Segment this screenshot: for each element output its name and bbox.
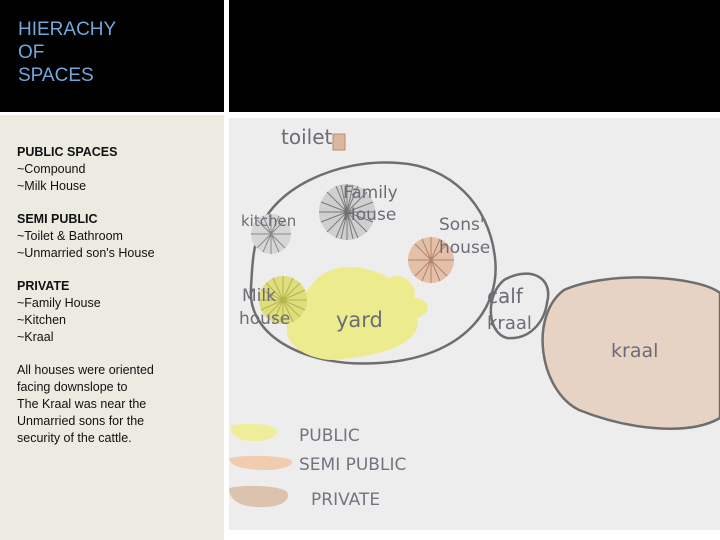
section-line: ~Unmarried son's House [17,246,155,260]
paragraph-line: The Kraal was near the [17,397,147,411]
notes-text: PUBLIC SPACES ~Compound ~Milk House SEMI… [17,144,217,463]
kitchen-hatching [251,214,291,254]
family-house-hatching [319,184,375,240]
slide-title: HIERACHY OF SPACES [18,19,117,86]
legend-swatch-private [229,485,289,508]
section-line: ~Family House [17,296,101,310]
toilet-block [332,133,346,151]
section-heading: SEMI PUBLIC [17,212,98,226]
legend-label-private: PRIVATE [311,490,380,510]
milk-house-hatching [259,276,307,324]
public-spaces-section: PUBLIC SPACES ~Compound ~Milk House [17,144,217,195]
toilet-label: toilet [281,125,332,149]
homestead-sketch: toilet Family House kitchen Sons' house … [229,118,720,530]
divider [224,0,229,540]
calf-kraal-label: kraal [487,313,532,334]
section-line: ~Compound [17,162,86,176]
kraal-label: kraal [611,340,658,362]
paragraph-line: All houses were oriented [17,363,154,377]
family-label: Family [343,183,398,203]
section-heading: PUBLIC SPACES [17,145,118,159]
legend-swatch-public [230,423,278,442]
private-section: PRIVATE ~Family House ~Kitchen ~Kraal [17,278,217,346]
sons-label: Sons' [439,215,485,235]
paragraph-line: security of the cattle. [17,431,132,445]
title-panel: HIERACHY OF SPACES [0,0,224,112]
yard-area [286,267,428,360]
yard-label: yard [336,308,383,332]
sons-house-label: house [439,238,490,258]
section-heading: PRIVATE [17,279,70,293]
orientation-paragraph: All houses were oriented facing downslop… [17,362,217,447]
section-line: ~Toilet & Bathroom [17,229,123,243]
milk-label: Milk [242,286,276,306]
header-bar [229,0,720,112]
legend: PUBLIC SEMI PUBLIC PRIVATE [229,423,406,510]
semi-public-section: SEMI PUBLIC ~Toilet & Bathroom ~Unmarrie… [17,211,217,262]
legend-label-public: PUBLIC [299,426,360,446]
sons-house-hatching [408,237,454,283]
legend-swatch-semi-public [229,455,293,470]
milk-house-label: house [239,309,290,329]
section-line: ~Kitchen [17,313,66,327]
legend-label-semi-public: SEMI PUBLIC [299,455,406,475]
calf-label: calf [487,284,524,308]
section-line: ~Milk House [17,179,87,193]
section-line: ~Kraal [17,330,54,344]
notes-panel: PUBLIC SPACES ~Compound ~Milk House SEMI… [0,115,224,540]
kitchen-label: kitchen [241,212,296,230]
sketch-svg: toilet Family House kitchen Sons' house … [229,118,720,530]
paragraph-line: Unmarried sons for the [17,414,145,428]
paragraph-line: facing downslope to [17,380,128,394]
family-house-label: House [343,205,396,225]
calf-kraal-enclosure [489,272,550,340]
kraal-enclosure [541,276,720,430]
